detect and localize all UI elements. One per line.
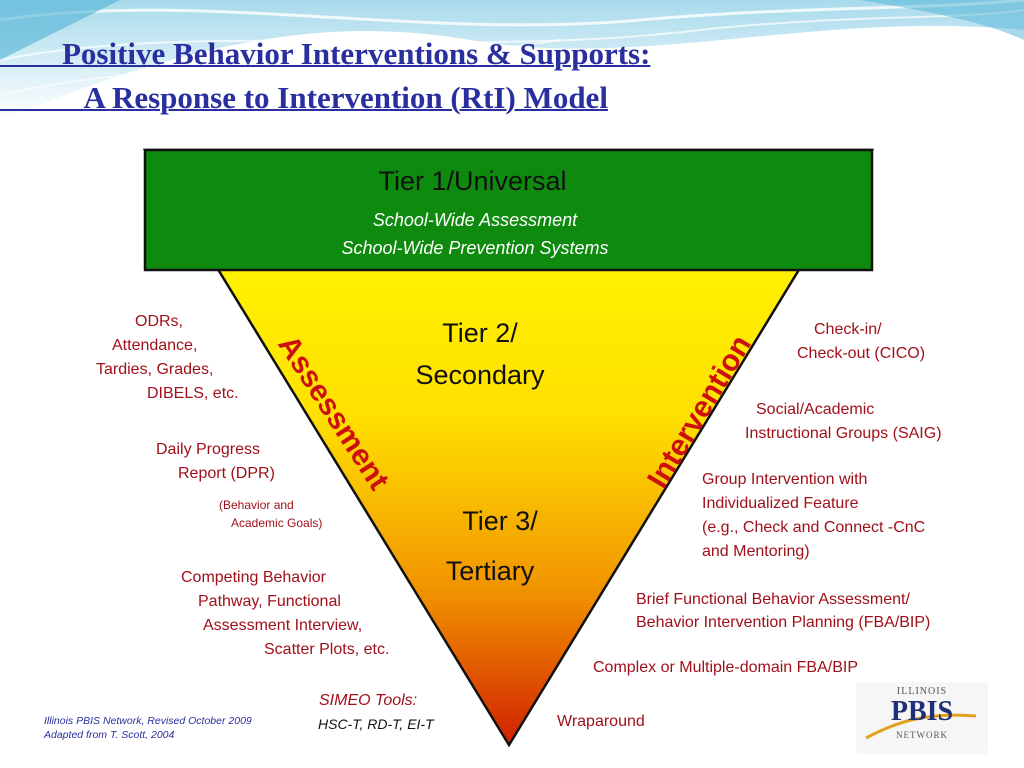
title-text-2: A Response to Intervention (RtI) Model xyxy=(83,80,608,115)
tier3-line1: Tier 3/ xyxy=(462,506,538,536)
assessment-dpr-1: Daily Progress xyxy=(156,441,261,458)
assessment-dpr-note-1: (Behavior and xyxy=(219,498,294,512)
assessment-competing-3: Assessment Interview, xyxy=(203,617,363,634)
logo-line2: PBIS xyxy=(890,696,954,727)
assessment-odrs-4: DIBELS, etc. xyxy=(147,385,239,402)
assessment-competing-2: Pathway, Functional xyxy=(198,593,341,610)
credit-line-1: Illinois PBIS Network, Revised October 2… xyxy=(44,715,252,727)
intervention-wraparound: Wraparound xyxy=(557,713,645,730)
assessment-odrs-2: Attendance, xyxy=(112,337,198,354)
tier1-heading: Tier 1/Universal xyxy=(378,166,567,196)
simeo-title: SIMEO Tools: xyxy=(319,692,418,709)
intervention-group-1: Group Intervention with xyxy=(702,471,868,488)
illinois-pbis-logo: ILLINOIS PBIS NETWORK xyxy=(856,682,988,754)
title-line-2: A Response to Intervention (RtI) Model xyxy=(0,80,1024,116)
assessment-dpr-note-2: Academic Goals) xyxy=(231,516,323,530)
simeo-tools: HSC-T, RD-T, EI-T xyxy=(318,716,434,732)
title-line-1: Positive Behavior Interventions & Suppor… xyxy=(0,36,1024,72)
intervention-cico-2: Check-out (CICO) xyxy=(797,345,926,362)
tier1-sub1: School-Wide Assessment xyxy=(372,210,578,230)
tier2-line2: Secondary xyxy=(415,360,545,390)
intervention-saig-1: Social/Academic xyxy=(756,401,875,418)
logo-line1: ILLINOIS xyxy=(896,686,948,697)
tier1-sub2: School-Wide Prevention Systems xyxy=(341,238,609,258)
assessment-odrs-3: Tardies, Grades, xyxy=(96,361,214,378)
assessment-competing-4: Scatter Plots, etc. xyxy=(264,641,390,658)
intervention-group-4: and Mentoring) xyxy=(702,543,810,560)
assessment-dpr-2: Report (DPR) xyxy=(178,465,275,482)
tier2-line1: Tier 2/ xyxy=(442,318,518,348)
title-text-1: Positive Behavior Interventions & Suppor… xyxy=(62,36,651,71)
assessment-competing-1: Competing Behavior xyxy=(181,569,326,586)
logo-line3: NETWORK xyxy=(896,730,948,740)
tier1-green-band xyxy=(143,148,874,272)
intervention-fba-2: Behavior Intervention Planning (FBA/BIP) xyxy=(636,614,931,631)
credit-line-2: Adapted from T. Scott, 2004 xyxy=(44,729,175,741)
intervention-complex: Complex or Multiple-domain FBA/BIP xyxy=(593,659,858,676)
assessment-odrs-1: ODRs, xyxy=(135,313,183,330)
intervention-group-2: Individualized Feature xyxy=(702,495,859,512)
logo-swoosh-icon xyxy=(865,713,977,740)
intervention-cico-1: Check-in/ xyxy=(814,321,882,338)
tier3-line2: Tertiary xyxy=(445,556,535,586)
intervention-group-3: (e.g., Check and Connect -CnC xyxy=(702,519,926,536)
intervention-fba-1: Brief Functional Behavior Assessment/ xyxy=(636,591,910,608)
intervention-saig-2: Instructional Groups (SAIG) xyxy=(745,425,942,442)
